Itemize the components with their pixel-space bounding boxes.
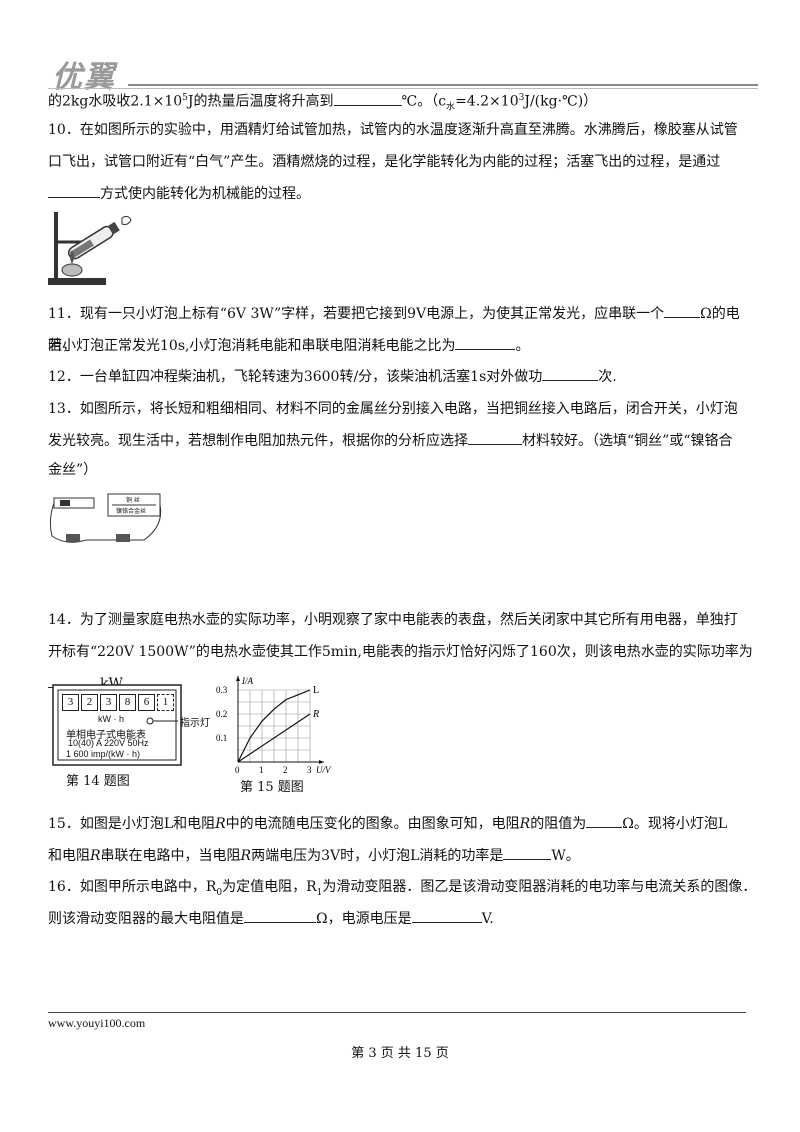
- header-rule-thin: [48, 88, 758, 89]
- series-line-R: [237, 713, 311, 763]
- meter-digit: 2: [81, 694, 98, 711]
- q10-line1: 10．在如图所示的实验中，用酒精灯给试管加热，试管内的水温度逐渐升高直至沸腾。水…: [48, 122, 738, 138]
- q15-line1: 15．如图是小灯泡L和电阻R中的电流随电压变化的图象。由图象可知，电阻R的阻值为…: [48, 808, 758, 840]
- fig14-caption: 第 14 题图: [66, 774, 130, 789]
- q14-line1: 14．为了测量家庭电热水壶的实际功率，小明观察了家中电能表的表盘，然后关闭家中其…: [48, 612, 738, 628]
- test-tube-apparatus-figure: [48, 212, 132, 285]
- copper-wire-label: 铜 丝: [126, 496, 140, 504]
- indicator-label: 指示灯: [180, 718, 210, 729]
- header-rule: [128, 84, 758, 86]
- meter-digit: 3: [100, 694, 117, 711]
- x-tick-label: 3: [307, 765, 312, 774]
- series-line-L: [237, 689, 311, 763]
- q13-line3: 金丝”）: [48, 462, 98, 478]
- logo: 优翼: [52, 60, 116, 95]
- x-tick-label: 1: [259, 765, 264, 774]
- y-axis-arrow: [236, 676, 240, 681]
- y-tick-label: 0.2: [216, 709, 227, 719]
- meter-unit: kW · h: [98, 714, 124, 724]
- iu-chart: 0 1 2 3 0.1 0.2 0.3U/V I/A L R: [216, 676, 332, 775]
- circuit-figure: 铜 丝 镍铬合金丝: [49, 493, 162, 543]
- y-tick-label: 0.3: [216, 685, 228, 695]
- q14-line2: 开标有“220V 1500W”的电热水壶使其工作5min,电能表的指示灯恰好闪烁…: [48, 644, 753, 660]
- q10-line3: 方式使内能转化为机械能的过程。: [48, 178, 758, 210]
- nichrome-wire-label: 镍铬合金丝: [116, 507, 146, 515]
- meter-spec2: 1 600 imp/(kW · h): [66, 749, 141, 759]
- meter-spec1: 10(40) A 220V 50Hz: [68, 738, 149, 748]
- meter-digit: 8: [119, 694, 136, 711]
- meter-digit: 3: [62, 694, 79, 711]
- q9-tail: 的2kg水吸收2.1×105J的热量后温度将升高到℃。（c水=4.2×103J/…: [48, 82, 758, 123]
- q11-line2: 若小灯泡正常发光10s,小灯泡消耗电能和串联电阻消耗电能之比为。: [48, 330, 758, 362]
- x-axis-label: U/V: [316, 765, 332, 774]
- q11-line1: 11．现有一只小灯泡上标有“6V 3W”字样，若要把它接到9V电源上，为使其正常…: [48, 298, 758, 362]
- q13-line2: 发光较亮。现生活中，若想制作电阻加热元件，根据你的分析应选择材料较好。（选填“铜…: [48, 425, 758, 457]
- meter-digit: 6: [138, 694, 155, 711]
- q12: 12．一台单缸四冲程柴油机，飞轮转速为3600转/分，该柴油机活塞1s对外做功次…: [48, 361, 758, 393]
- q13-line1: 13．如图所示，将长短和粗细相同、材料不同的金属丝分别接入电路，当把铜丝接入电路…: [48, 401, 738, 417]
- q16-line1: 16．如图甲所示电路中，R0为定值电阻，R1为滑动变阻器．图乙是该滑动变阻器消耗…: [48, 879, 757, 898]
- x-tick-label: 0: [235, 765, 240, 774]
- y-axis-label: I/A: [241, 676, 253, 686]
- x-axis-arrow: [319, 760, 324, 764]
- series-label-L: L: [313, 685, 319, 696]
- x-tick-label: 2: [283, 765, 288, 774]
- series-label-R: R: [312, 709, 319, 720]
- fig15-caption: 第 15 题图: [240, 780, 304, 795]
- meter-digit: 1: [157, 694, 174, 711]
- page-number: 第 3 页 共 15 页: [351, 1046, 449, 1061]
- footer-url[interactable]: www.youyi100.com: [48, 1016, 146, 1030]
- meter-name: 单相电子式电能表: [66, 730, 146, 741]
- y-tick-label: 0.1: [216, 733, 227, 743]
- q10-line2: 口飞出，试管口附近有“白气”产生。酒精燃烧的过程，是化学能转化为内能的过程；活塞…: [48, 154, 721, 170]
- footer-rule: [48, 1012, 746, 1013]
